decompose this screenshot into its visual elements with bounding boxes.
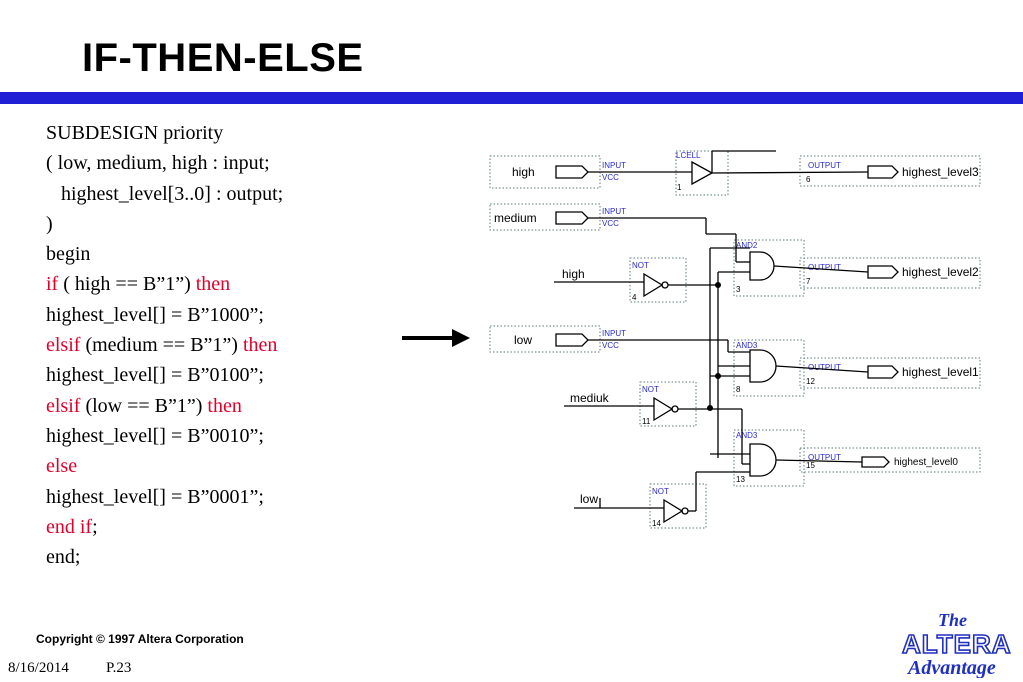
code-line: highest_level[] = B”1000”; (46, 300, 283, 330)
wire-label-mediuk: mediuk (570, 391, 610, 405)
code-line: ( low, medium, high : input; (46, 148, 283, 178)
input-label-high: high (512, 165, 535, 179)
logic-schematic: INPUT VCC LCELL OUTPUT INPUT VCC AND2 OU… (489, 150, 981, 529)
copyright-notice: Copyright © 1997 Altera Corporation (36, 632, 244, 646)
code-listing: SUBDESIGN priority ( low, medium, high : … (46, 118, 283, 572)
pin-number: 4 (632, 293, 637, 302)
code-text: highest_level[] = B”0010”; (46, 424, 264, 447)
code-line: elsif (medium == B”1”) then (46, 330, 283, 360)
pin-number: 14 (652, 519, 661, 528)
code-line: end if; (46, 512, 283, 542)
altera-advantage-logo: The ALTERA Advantage (901, 610, 1012, 678)
code-text: begin (46, 243, 91, 266)
input-label-low: low (514, 333, 532, 347)
code-line: end; (46, 542, 283, 572)
page-number: P.23 (106, 660, 132, 676)
output-label-0: highest_level0 (894, 457, 958, 468)
input-label-medium: medium (494, 211, 537, 225)
and3-tag-1: AND3 (736, 341, 758, 350)
code-text: highest_level[3..0] : output; (46, 182, 284, 205)
code-text: ( high == B”1”) (58, 273, 196, 296)
code-keyword: then (195, 273, 231, 296)
code-keyword: then (207, 394, 242, 417)
code-line: elsif (low == B”1”) then (46, 391, 283, 421)
code-text: (medium == B”1”) (80, 334, 243, 357)
code-line: highest_level[3..0] : output; (46, 179, 283, 209)
title-underline-bar (0, 92, 1023, 104)
input-tag-high: INPUT (602, 161, 626, 170)
output-tag-0: OUTPUT (808, 453, 841, 462)
code-keyword: else (46, 455, 78, 478)
code-keyword: then (242, 334, 278, 357)
code-line: else (46, 451, 283, 481)
output-tag-1: OUTPUT (808, 363, 841, 372)
logo-advantage: Advantage (906, 657, 996, 678)
code-keyword: if (46, 273, 59, 296)
pin-number: 3 (736, 285, 741, 294)
code-line: begin (46, 239, 283, 269)
code-text: highest_level[] = B”0100”; (46, 364, 264, 387)
input-tag-low: INPUT (602, 329, 626, 338)
code-line: highest_level[] = B”0100”; (46, 360, 283, 390)
output-tag-2: OUTPUT (808, 263, 841, 272)
code-line: ) (46, 209, 283, 239)
code-keyword: elsif (46, 334, 81, 357)
and3-tag-2: AND3 (736, 431, 758, 440)
code-keyword: elsif (46, 394, 81, 417)
wire-junctions (707, 282, 721, 411)
code-line: highest_level[] = B”0010”; (46, 421, 283, 451)
slide-date: 8/16/2014 (8, 660, 69, 676)
output-label-1: highest_level1 (902, 365, 979, 379)
vcc-tag-medium: VCC (602, 219, 619, 228)
code-text: ( low, medium, high : input; (46, 152, 270, 175)
pin-number: 12 (806, 377, 815, 386)
pin-number: 11 (642, 417, 651, 426)
pin-number: 7 (806, 277, 811, 286)
code-line: highest_level[] = B”0001”; (46, 482, 283, 512)
right-arrow-icon (402, 329, 470, 347)
pin-number: 1 (677, 183, 682, 192)
pin-number: 13 (736, 475, 745, 484)
and2-tag: AND2 (736, 241, 758, 250)
code-line: SUBDESIGN priority (46, 118, 283, 148)
pin-number: 8 (736, 385, 741, 394)
code-text: ) (46, 212, 53, 235)
code-text: ; (92, 515, 98, 538)
output-tag-3: OUTPUT (808, 161, 841, 170)
wire-label-high: high (562, 267, 585, 281)
code-text: end; (46, 546, 81, 569)
slide-title: IF-THEN-ELSE (82, 36, 364, 80)
logo-the: The (938, 610, 967, 630)
code-text: highest_level[] = B”0001”; (46, 485, 264, 508)
pin-number: 6 (806, 175, 811, 184)
vcc-tag-low: VCC (602, 341, 619, 350)
lcell-tag: LCELL (676, 151, 701, 160)
code-line: if ( high == B”1”) then (46, 269, 283, 299)
not-tag-3: NOT (652, 487, 669, 496)
not-tag-2: NOT (642, 385, 659, 394)
not-tag-1: NOT (632, 261, 649, 270)
vcc-tag-high: VCC (602, 173, 619, 182)
input-tag-medium: INPUT (602, 207, 626, 216)
pin-number: 15 (806, 461, 815, 470)
output-label-3: highest_level3 (902, 165, 979, 179)
code-text: (low == B”1”) (80, 394, 208, 417)
code-text: SUBDESIGN priority (46, 122, 224, 144)
logo-altera: ALTERA (902, 629, 1012, 659)
code-text: highest_level[] = B”1000”; (46, 303, 264, 326)
wire-label-low: low (580, 492, 598, 506)
output-label-2: highest_level2 (902, 265, 979, 279)
code-keyword: end if (46, 515, 93, 538)
